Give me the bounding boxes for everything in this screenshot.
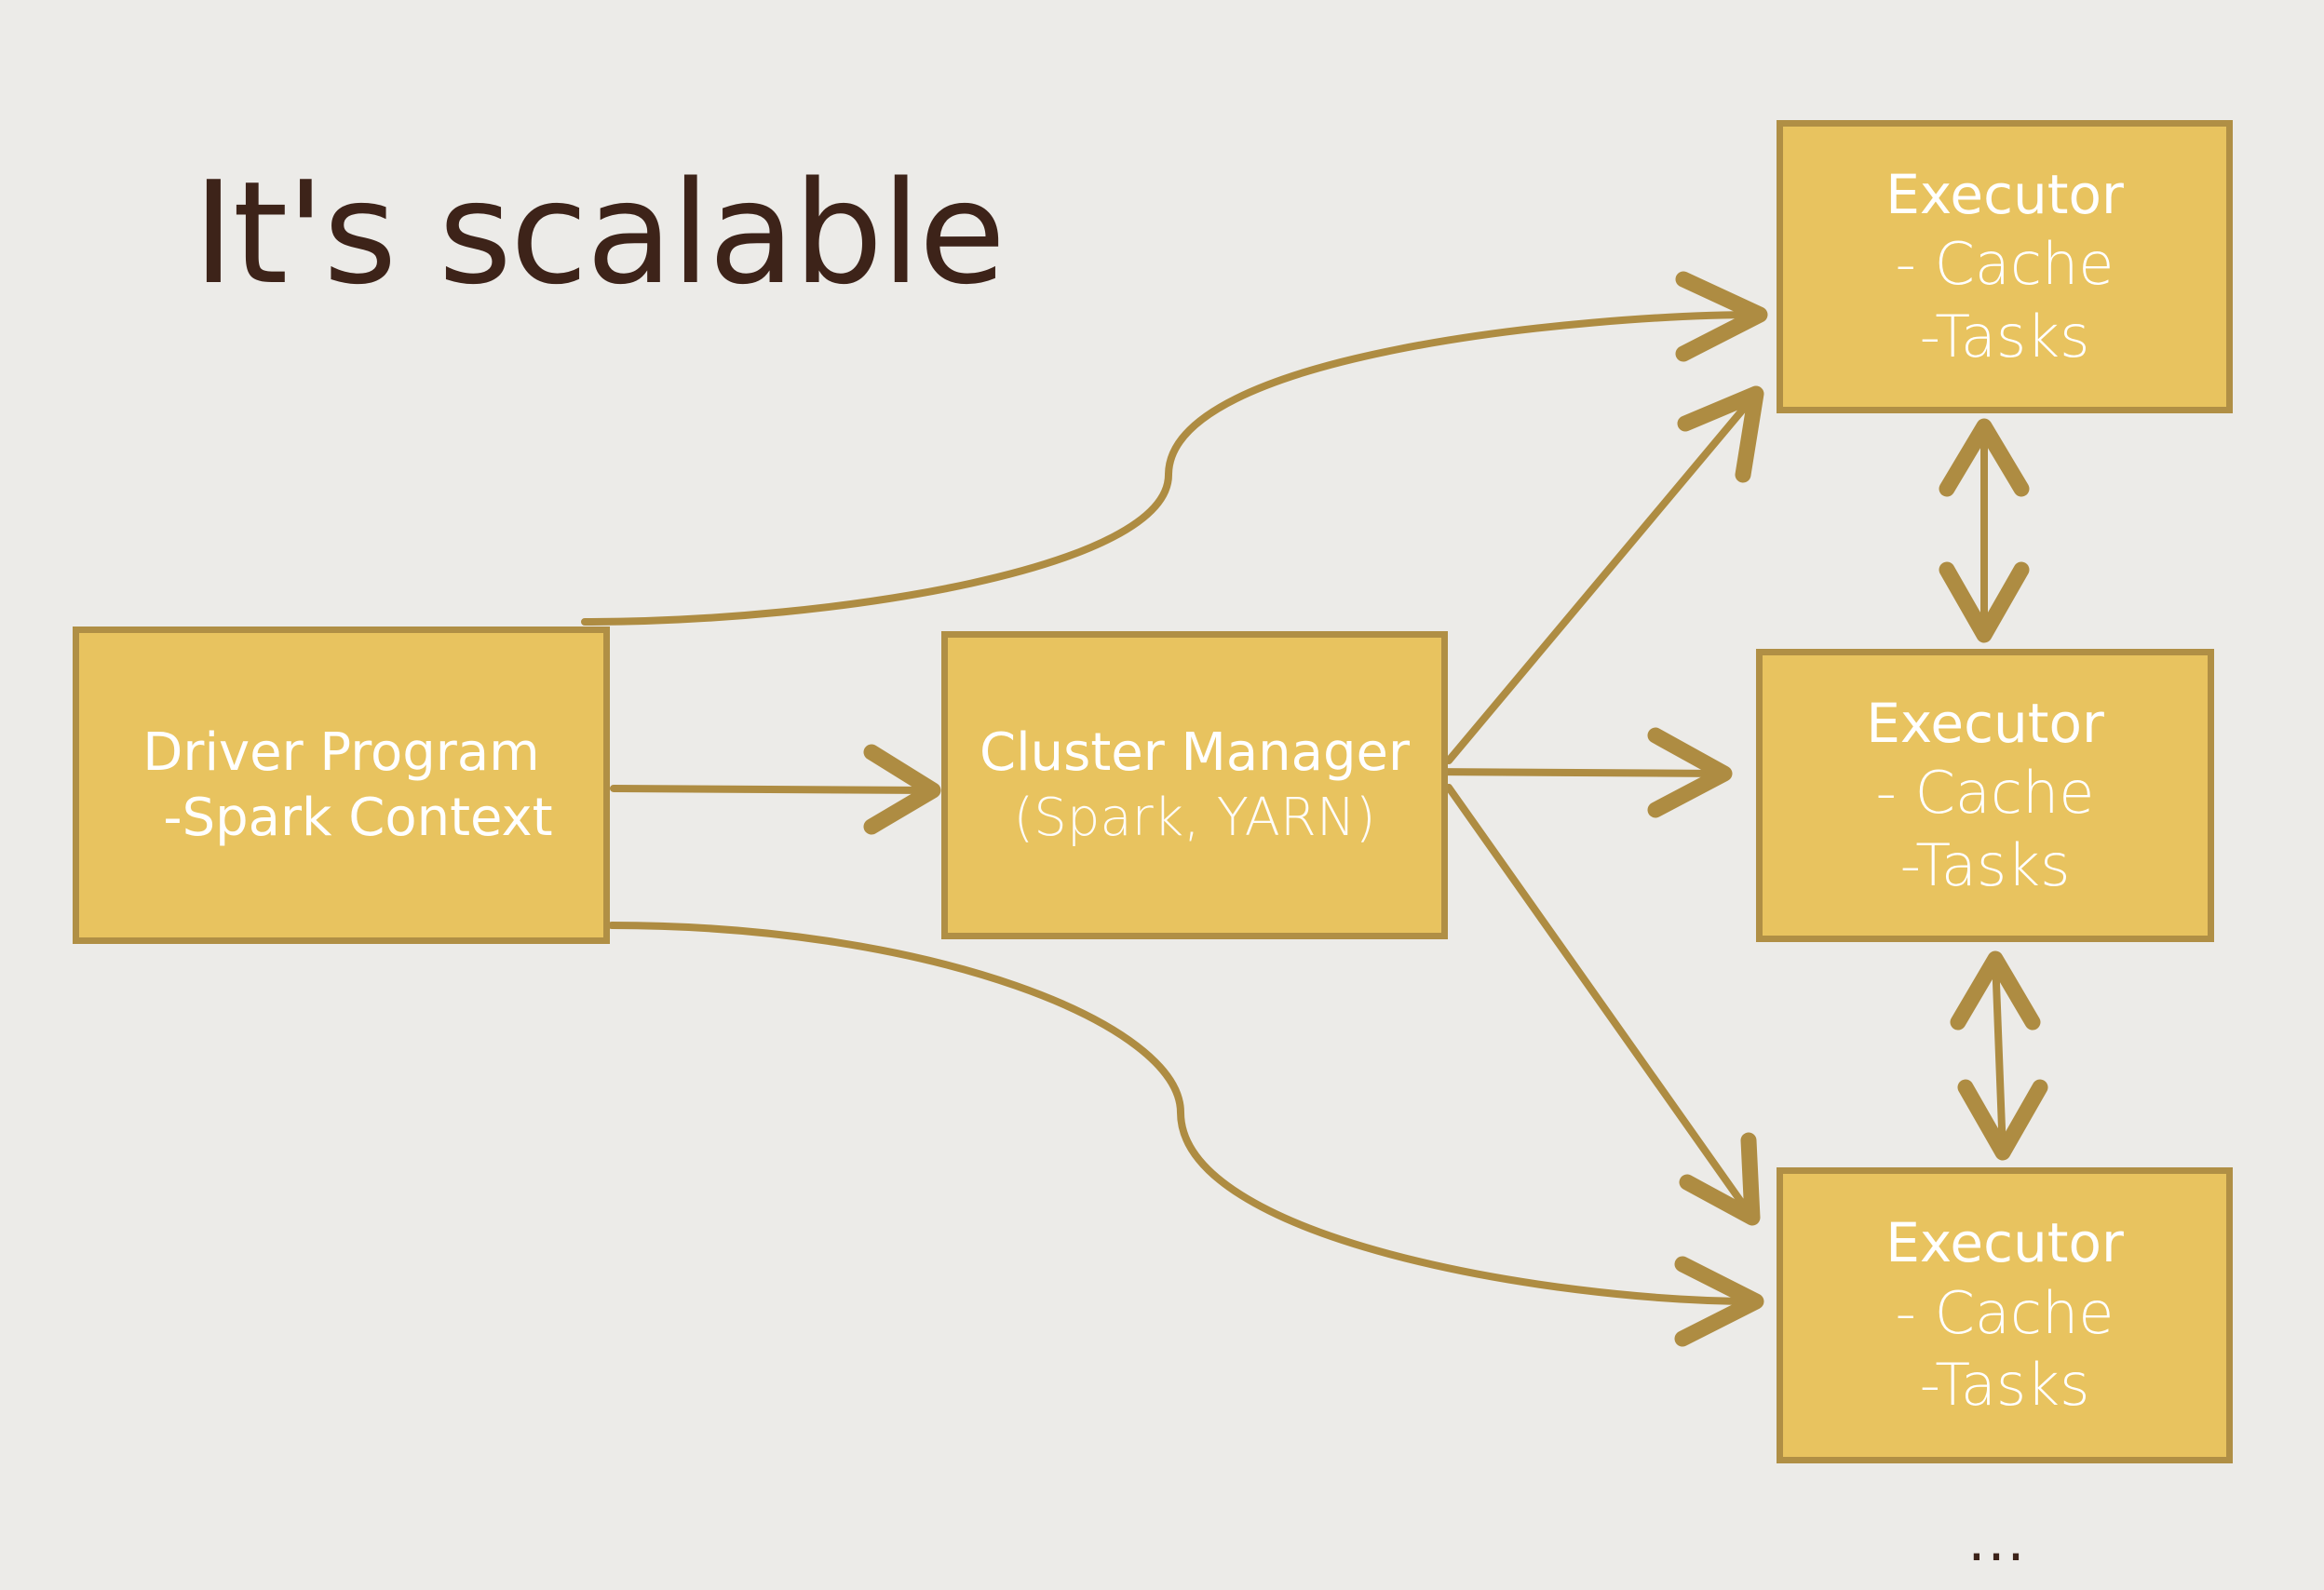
executor-box-3: Executor - Cache -Tasks [1777, 1167, 2233, 1463]
driver-program-label: Driver Program [142, 721, 540, 783]
arrowhead-driver-to-executor-1 [1675, 271, 1768, 362]
arrowhead-executor-1-executor-2-top [1939, 418, 2030, 497]
cluster-manager-types-label: (Spark, YARN) [1013, 787, 1376, 848]
executor-box-2: Executor - Cache -Tasks [1756, 649, 2214, 942]
arrow-executor-2-executor-3 [1992, 955, 2006, 1156]
executor-cache-label: - Cache [1895, 230, 2115, 299]
executor-cache-label: - Cache [1895, 1278, 2115, 1347]
arrow-cluster-to-executor-1 [1445, 390, 1760, 764]
spark-context-label: -Spark Context [163, 787, 553, 848]
arrowhead-executor-1-executor-2-bottom [1939, 561, 2030, 643]
arrowhead-driver-to-cluster-manager [863, 744, 941, 835]
executor-label: Executor [1885, 1211, 2124, 1275]
more-executors-ellipsis: ... [1967, 1509, 2027, 1574]
executor-tasks-label: -Tasks [1899, 830, 2071, 899]
executor-cache-label: - Cache [1875, 759, 2095, 828]
executor-label: Executor [1866, 691, 2104, 755]
arrowhead-cluster-to-executor-2 [1647, 727, 1733, 818]
arrow-driver-to-cluster-manager [610, 785, 935, 794]
cluster-manager-box: Cluster Manager (Spark, YARN) [941, 631, 1448, 939]
executor-tasks-label: -Tasks [1919, 1351, 2090, 1420]
arrowhead-cluster-to-executor-3 [1679, 1132, 1761, 1226]
arrow-driver-to-executor-3 [608, 922, 1760, 1305]
arrowhead-executor-2-executor-3-top [1950, 950, 2041, 1031]
executor-box-1: Executor - Cache -Tasks [1777, 120, 2233, 413]
arrow-driver-to-executor-1 [581, 311, 1763, 626]
arrowhead-cluster-to-executor-1 [1677, 385, 1764, 483]
arrowhead-executor-2-executor-3-bottom [1957, 1079, 2048, 1161]
executor-tasks-label: -Tasks [1919, 302, 2090, 371]
executor-label: Executor [1885, 162, 2124, 226]
slide-title: It's scalable [193, 151, 1006, 316]
arrow-cluster-to-executor-3 [1445, 784, 1756, 1221]
cluster-manager-label: Cluster Manager [979, 721, 1411, 783]
arrowhead-driver-to-executor-3 [1674, 1256, 1764, 1347]
driver-program-box: Driver Program -Spark Context [73, 627, 610, 944]
arrow-cluster-to-executor-2 [1423, 768, 1728, 777]
